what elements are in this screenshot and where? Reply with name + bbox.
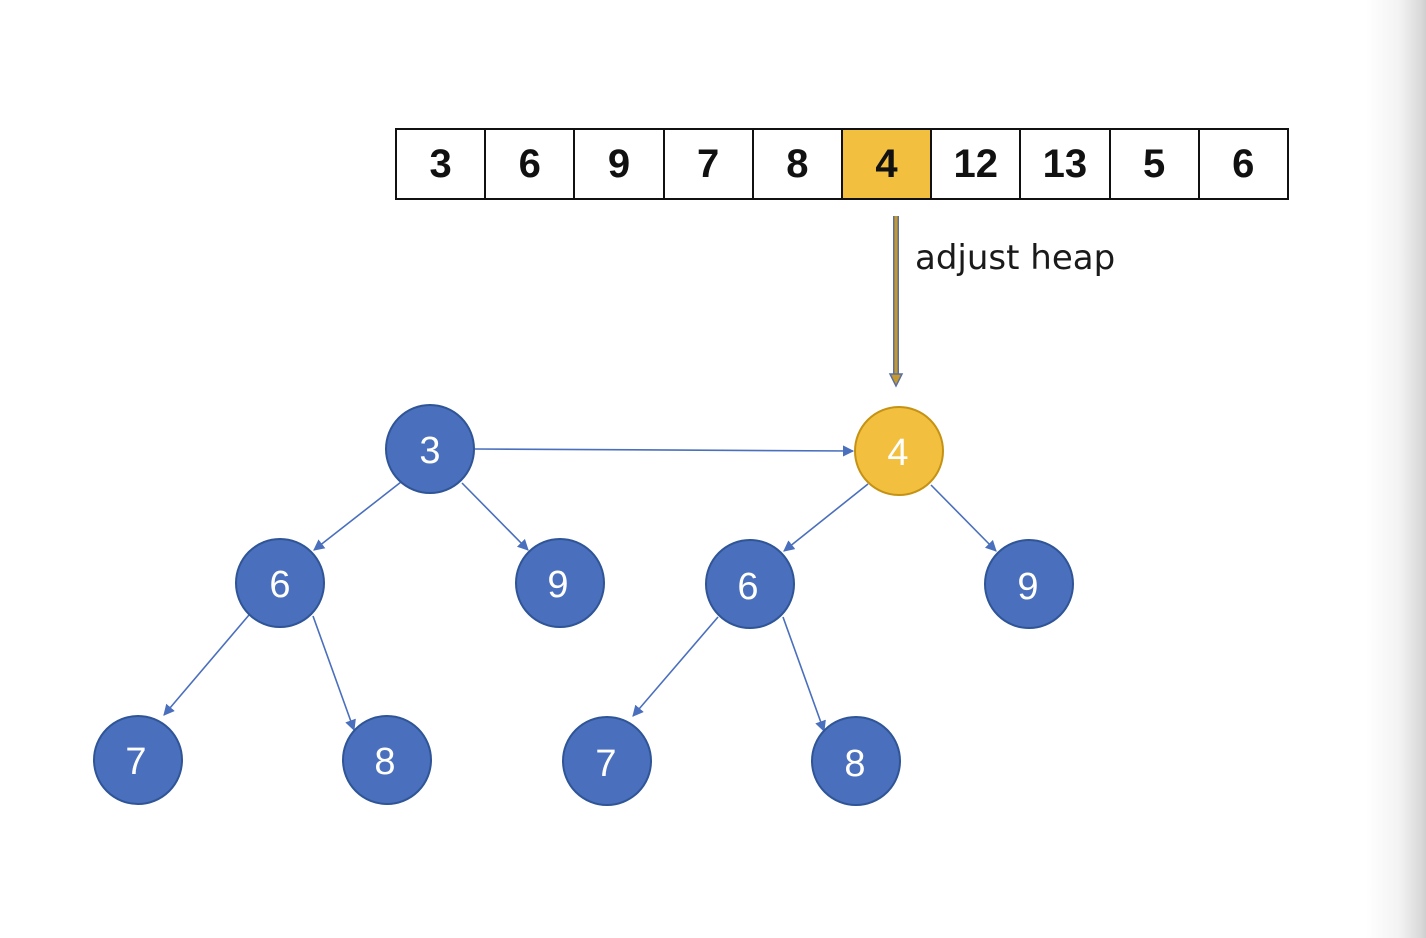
tree-node-right-root-highlighted: 4: [854, 406, 944, 496]
tree-node-left-left-left: 7: [93, 715, 183, 805]
array-cell: 13: [1019, 128, 1111, 200]
tree-node-left-left: 6: [235, 538, 325, 628]
array-cell: 9: [573, 128, 665, 200]
edge-3-to-4: [474, 445, 855, 457]
tree-node-right-left-right: 8: [811, 716, 901, 806]
node-label: 7: [595, 743, 616, 785]
node-label: 6: [737, 566, 758, 608]
adjust-heap-label: adjust heap: [915, 238, 1116, 278]
tree-node-left-left-right: 8: [342, 715, 432, 805]
node-label: 9: [547, 564, 568, 606]
node-label: 6: [269, 564, 290, 606]
edge-left-root-to-right: [461, 482, 529, 551]
node-label: 4: [887, 432, 908, 474]
array-cell: 3: [395, 128, 487, 200]
edge-left-6-to-7: [163, 614, 250, 716]
tree-node-left-right: 9: [515, 538, 605, 628]
array-cell: 6: [1197, 128, 1289, 200]
edge-left-6-to-8: [312, 615, 356, 732]
tree-node-right-left-left: 7: [562, 716, 652, 806]
tree-node-right-left: 6: [705, 539, 795, 629]
array-cell: 5: [1108, 128, 1200, 200]
tree-node-left-root: 3: [385, 404, 475, 494]
edge-right-6-to-7: [632, 616, 719, 717]
edge-right-root-to-right: [930, 484, 997, 552]
node-label: 7: [125, 741, 146, 783]
tree-node-right-right: 9: [984, 539, 1074, 629]
edge-right-root-to-left: [783, 483, 869, 552]
page-edge-shadow: [1366, 0, 1426, 938]
edge-left-root-to-left: [313, 481, 402, 551]
array-cell: 12: [930, 128, 1022, 200]
edge-right-6-to-8: [782, 616, 826, 733]
node-label: 8: [844, 743, 865, 785]
node-label: 8: [374, 741, 395, 783]
node-label: 9: [1017, 566, 1038, 608]
adjust-down-arrow: [888, 216, 904, 388]
node-label: 3: [419, 430, 440, 472]
heap-array: 3 6 9 7 8 4 12 13 5 6: [395, 128, 1289, 200]
